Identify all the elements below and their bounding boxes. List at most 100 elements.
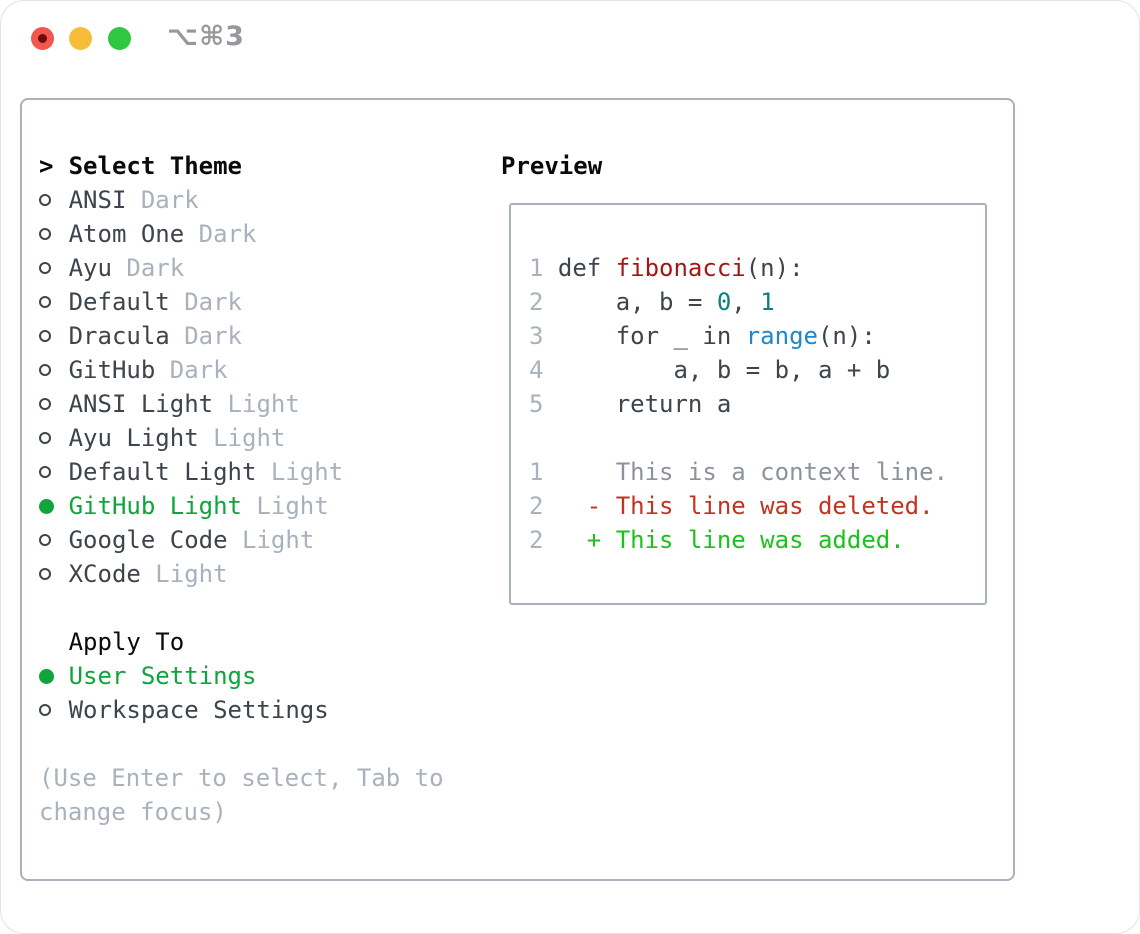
item-label: GitHub: [68, 356, 156, 384]
code-segment: (n):: [745, 254, 804, 282]
preview-title: Preview: [501, 152, 603, 180]
radio-unselected-icon: [39, 704, 69, 716]
theme-option[interactable]: ANSI Dark: [39, 183, 343, 217]
item-variant-tag: Dark: [169, 288, 242, 316]
item-variant-tag: Dark: [169, 322, 242, 350]
radio-unselected-icon: [39, 398, 69, 410]
item-variant-tag: Dark: [126, 186, 199, 214]
code-line: 1 def fibonacci(n):: [529, 251, 985, 285]
item-label: XCode: [68, 560, 141, 588]
item-label: Default: [68, 288, 170, 316]
line-number: 4: [529, 356, 544, 384]
line-number: 5: [529, 390, 544, 418]
help-text: (Use Enter to select, Tab to change focu…: [39, 764, 444, 826]
item-variant-tag: Dark: [111, 254, 185, 282]
code-line: 3 for _ in range(n):: [529, 319, 985, 353]
radio-unselected-icon: [39, 466, 69, 478]
code-line: 5 return a: [529, 387, 985, 421]
radio-unselected-icon: [39, 534, 69, 546]
item-label: Dracula: [68, 322, 170, 350]
item-variant-tag: Light: [140, 560, 228, 588]
item-variant-tag: Dark: [155, 356, 228, 384]
theme-option[interactable]: Google Code Light: [39, 523, 343, 557]
selection-caret: >: [39, 152, 54, 180]
item-label: Default Light: [68, 458, 257, 486]
close-button[interactable]: [31, 27, 54, 50]
radio-unselected-icon: [39, 296, 69, 308]
theme-option[interactable]: Ayu Light Light: [39, 421, 343, 455]
code-segment: (n):: [817, 322, 876, 350]
radio-unselected-icon: [39, 228, 69, 240]
radio-selected-icon: [39, 668, 69, 684]
theme-option[interactable]: Atom One Dark: [39, 217, 343, 251]
item-variant-tag: Light: [241, 492, 329, 520]
apply-target-option[interactable]: Workspace Settings: [39, 693, 329, 727]
code-segment: range: [745, 322, 818, 350]
item-variant-tag: Light: [256, 458, 344, 486]
code-segment: def: [557, 254, 616, 282]
line-number: 3: [529, 322, 544, 350]
theme-menu-title: Select Theme: [68, 152, 242, 180]
item-variant-tag: Light: [227, 526, 315, 554]
code-segment: + This line was added.: [557, 526, 905, 554]
item-label: Ayu: [68, 254, 112, 282]
code-segment: ,: [731, 288, 761, 316]
apply-menu-header-row: Apply To: [39, 625, 329, 659]
item-label: Ayu Light: [68, 424, 199, 452]
line-number: 2: [529, 526, 544, 554]
item-variant-tag: Light: [198, 424, 286, 452]
theme-option[interactable]: Default Light Light: [39, 455, 343, 489]
zoom-button[interactable]: [108, 27, 131, 50]
theme-menu-header-row: > Select Theme: [39, 149, 343, 183]
line-number: 1: [529, 254, 544, 282]
theme-option[interactable]: Dracula Dark: [39, 319, 343, 353]
item-label: ANSI Light: [68, 390, 214, 418]
line-number: 1: [529, 458, 544, 486]
theme-option[interactable]: Default Dark: [39, 285, 343, 319]
code-segment: 0: [716, 288, 732, 316]
code-segment: a, b = b, a + b: [557, 356, 891, 384]
code-line: 1 This is a context line.: [529, 455, 985, 489]
code-line: [529, 421, 985, 455]
title-bar: ⌥⌘3: [1, 1, 1139, 76]
code-segment: return a: [557, 390, 732, 418]
code-line: 4 a, b = b, a + b: [529, 353, 985, 387]
line-number: 2: [529, 492, 544, 520]
code-segment: fibonacci: [615, 254, 746, 282]
apply-menu-title: Apply To: [68, 628, 185, 656]
radio-unselected-icon: [39, 432, 69, 444]
code-line: 2 - This line was deleted.: [529, 489, 985, 523]
code-segment: for _ in: [557, 322, 746, 350]
code-segment: - This line was deleted.: [557, 492, 934, 520]
theme-option[interactable]: GitHub Light Light: [39, 489, 343, 523]
radio-unselected-icon: [39, 262, 69, 274]
theme-option[interactable]: Ayu Dark: [39, 251, 343, 285]
theme-option[interactable]: GitHub Dark: [39, 353, 343, 387]
radio-unselected-icon: [39, 330, 69, 342]
code-line: 2 + This line was added.: [529, 523, 985, 557]
item-label: Workspace Settings: [68, 696, 329, 724]
theme-option[interactable]: XCode Light: [39, 557, 343, 591]
item-label: Atom One: [68, 220, 185, 248]
radio-unselected-icon: [39, 194, 69, 206]
item-label: GitHub Light: [68, 492, 242, 520]
item-label: ANSI: [68, 186, 127, 214]
minimize-button[interactable]: [69, 27, 92, 50]
item-label: User Settings: [68, 662, 257, 690]
window-title: ⌥⌘3: [167, 21, 245, 52]
line-number: 2: [529, 288, 544, 316]
radio-unselected-icon: [39, 568, 69, 580]
item-label: Google Code: [68, 526, 228, 554]
radio-unselected-icon: [39, 364, 69, 376]
item-variant-tag: Light: [213, 390, 300, 418]
theme-option[interactable]: ANSI Light Light: [39, 387, 343, 421]
apply-target-option[interactable]: User Settings: [39, 659, 329, 693]
item-variant-tag: Dark: [184, 220, 257, 248]
code-segment: This is a context line.: [557, 458, 949, 486]
radio-selected-icon: [39, 498, 69, 514]
